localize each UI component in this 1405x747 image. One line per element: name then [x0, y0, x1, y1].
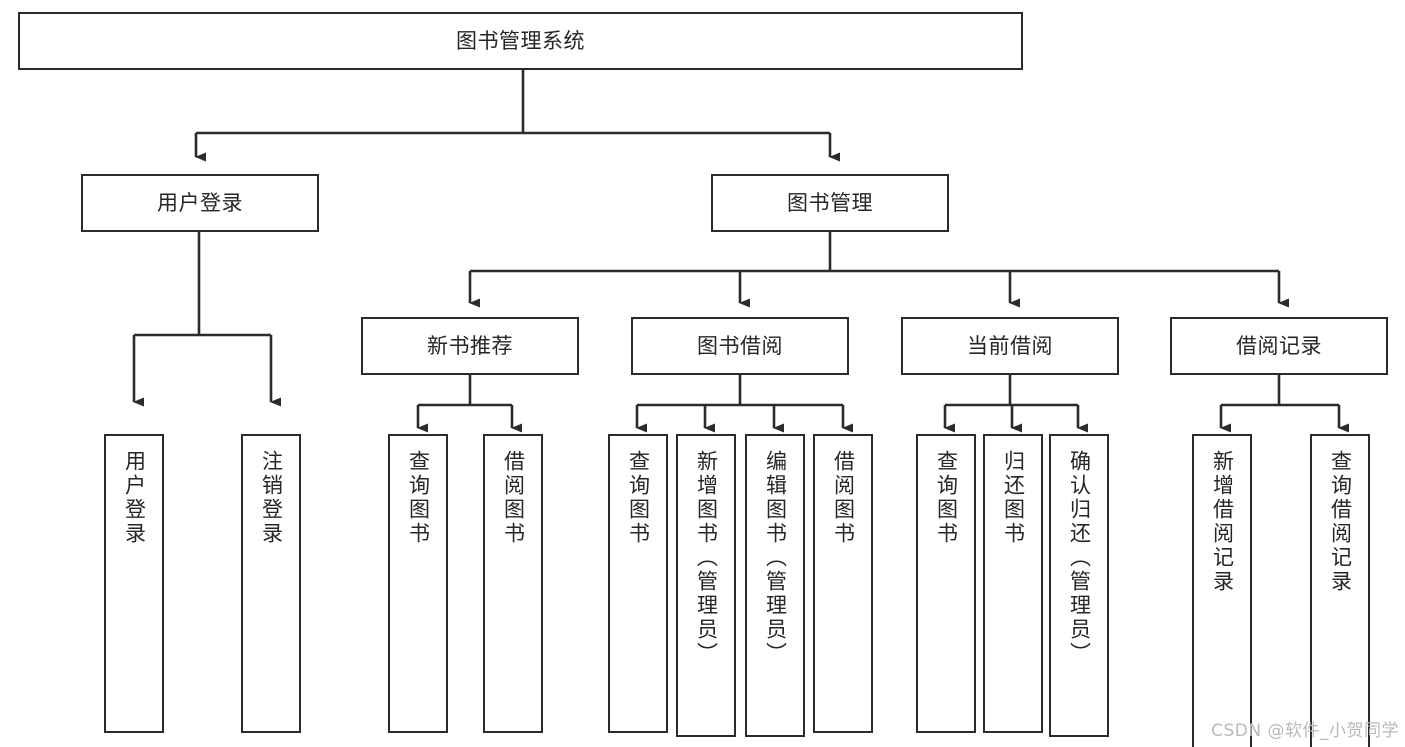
leaf-label: 查询借阅记录	[1328, 450, 1353, 594]
leaf-current-return[interactable]: 归还图书	[983, 434, 1043, 733]
leaf-new-book-borrow[interactable]: 借阅图书	[483, 434, 543, 733]
leaf-borrow-query[interactable]: 查询图书	[608, 434, 668, 733]
node-new-book-recommend[interactable]: 新书推荐	[361, 317, 579, 375]
node-current-borrow-label: 当前借阅	[967, 333, 1053, 358]
node-borrow-record-label: 借阅记录	[1236, 333, 1322, 358]
watermark-text: CSDN @软件_小贺同学	[1211, 721, 1399, 741]
leaf-label: 查询图书	[934, 450, 959, 546]
node-borrow-record[interactable]: 借阅记录	[1170, 317, 1388, 375]
leaf-borrow-borrow-book[interactable]: 借阅图书	[813, 434, 873, 733]
leaf-new-book-query[interactable]: 查询图书	[388, 434, 448, 733]
node-user-login[interactable]: 用户登录	[81, 174, 319, 232]
leaf-label: 归还图书	[1001, 450, 1026, 546]
leaf-record-add[interactable]: 新增借阅记录	[1192, 434, 1252, 747]
leaf-label: 查询图书	[406, 450, 431, 546]
leaf-borrow-edit-book-admin[interactable]: 编辑图书（管理员）	[745, 434, 805, 737]
leaf-borrow-add-book-admin[interactable]: 新增图书（管理员）	[676, 434, 736, 737]
leaf-label: 查询图书	[626, 450, 651, 546]
leaf-label: 借阅图书	[831, 450, 856, 546]
leaf-record-query[interactable]: 查询借阅记录	[1310, 434, 1370, 747]
leaf-label: 新增借阅记录	[1210, 450, 1235, 594]
leaf-label: 注销登录	[259, 450, 284, 546]
node-root-label: 图书管理系统	[456, 28, 585, 53]
node-book-management-label: 图书管理	[787, 190, 873, 215]
leaf-user-login-signout[interactable]: 注销登录	[241, 434, 301, 733]
node-book-borrow-label: 图书借阅	[697, 333, 783, 358]
leaf-label: 借阅图书	[501, 450, 526, 546]
node-user-login-label: 用户登录	[157, 190, 243, 215]
leaf-label: 用户登录	[122, 450, 147, 546]
leaf-label: 新增图书（管理员）	[694, 450, 719, 666]
leaf-label: 编辑图书（管理员）	[763, 450, 788, 666]
node-book-management[interactable]: 图书管理	[711, 174, 949, 232]
leaf-current-query[interactable]: 查询图书	[916, 434, 976, 733]
leaf-current-confirm-return-admin[interactable]: 确认归还（管理员）	[1049, 434, 1109, 737]
node-new-book-recommend-label: 新书推荐	[427, 333, 513, 358]
node-root[interactable]: 图书管理系统	[18, 12, 1023, 70]
node-current-borrow[interactable]: 当前借阅	[901, 317, 1119, 375]
node-book-borrow[interactable]: 图书借阅	[631, 317, 849, 375]
leaf-label: 确认归还（管理员）	[1067, 450, 1092, 666]
leaf-user-login-signin[interactable]: 用户登录	[104, 434, 164, 733]
